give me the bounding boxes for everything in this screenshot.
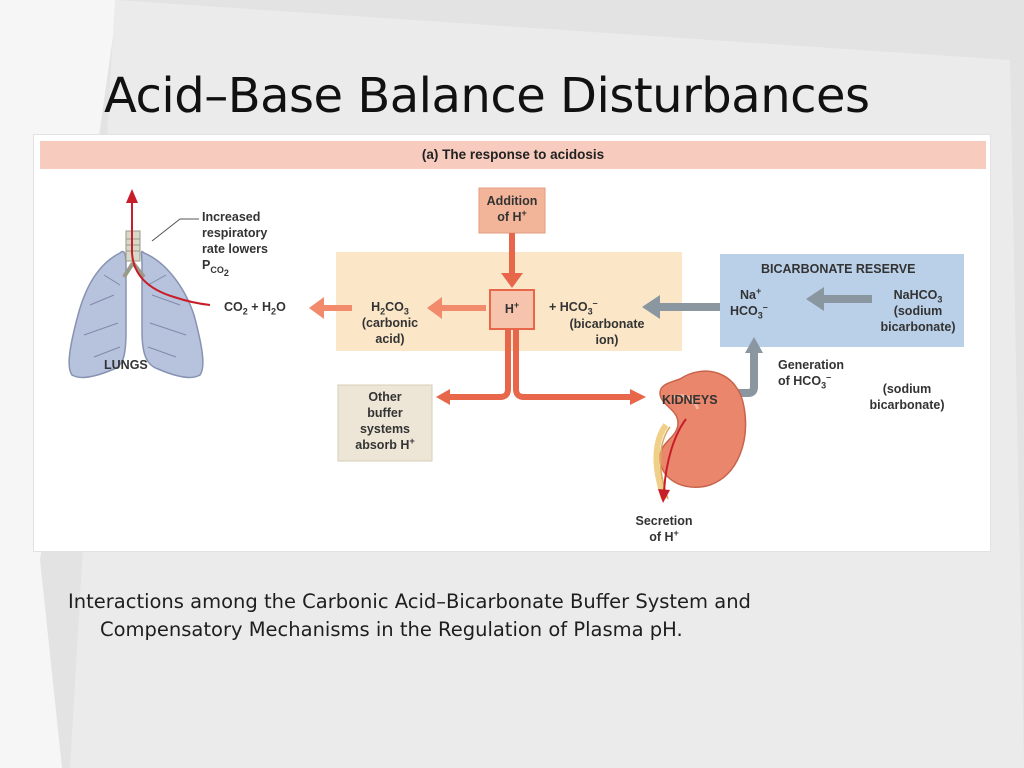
reserve-to-hco3-shaft — [658, 303, 720, 311]
h-ion-box — [489, 289, 535, 330]
nahco3-label: NaHCO3 (sodium bicarbonate) — [880, 288, 956, 334]
h-split-left-head — [436, 389, 450, 405]
resp-callout-line — [151, 218, 199, 242]
sodium-bicarbonate-label: (sodium bicarbonate) — [869, 382, 945, 412]
kidney-illustration — [653, 370, 747, 500]
kidneys-label: KIDNEYS — [662, 393, 718, 407]
co2-arrow-shaft — [322, 305, 352, 311]
secretion-label: Secretion of H+ — [635, 514, 693, 544]
h-split-right — [513, 329, 632, 400]
co2-arrow-head — [309, 297, 324, 319]
addition-arrow-head — [501, 273, 523, 288]
co2-h2o-label: CO2 + H2O — [224, 300, 286, 317]
lungs-label: LUNGS — [104, 358, 148, 372]
generation-arrow-head — [745, 337, 763, 353]
na-hco3-label: Na+ HCO3– — [730, 285, 768, 321]
carbonic-acid-label: H2CO3 (carbonic acid) — [361, 300, 419, 346]
other-buffer-label: Other buffer systems absorb H+ — [355, 390, 415, 452]
h-split-left — [448, 329, 511, 400]
secretion-arrow — [663, 418, 687, 492]
slide-caption: Interactions among the Carbonic Acid–Bic… — [68, 590, 751, 641]
bicarbonate-ion-label: (bicarbonate ion) — [569, 317, 645, 347]
h-ion-label: H+ — [504, 299, 520, 316]
nahco3-arrow-head — [806, 287, 824, 311]
h2co3-arrow-shaft — [440, 305, 486, 311]
header-band — [40, 141, 986, 169]
diagram-figure: (a) The response to acidosis Addition of… — [33, 134, 991, 552]
other-buffer-box — [337, 384, 433, 462]
h2co3-arrow-head — [427, 297, 442, 319]
respiratory-label: Increased respiratory rate lowers PCO2 — [202, 210, 269, 278]
h-split-right-head — [630, 389, 646, 405]
secretion-arrow-head — [658, 489, 670, 503]
slide-title: Acid–Base Balance Disturbances — [104, 68, 870, 124]
hco3-label: + HCO3– — [549, 297, 598, 317]
generation-label: Generation of HCO3– — [778, 358, 844, 391]
addition-arrow-shaft — [509, 233, 515, 275]
addition-label: Addition of H+ — [486, 194, 538, 224]
generation-arrow — [734, 351, 758, 397]
diagram-header: (a) The response to acidosis — [421, 147, 605, 162]
diagram-graphics — [40, 141, 986, 503]
reserve-title: BICARBONATE RESERVE — [761, 262, 916, 276]
exhale-arrow — [131, 197, 211, 306]
nahco3-arrow-shaft — [822, 295, 872, 303]
lungs-illustration — [68, 230, 204, 379]
reserve-to-hco3-head — [642, 295, 660, 319]
exhale-arrow-head — [126, 189, 138, 203]
